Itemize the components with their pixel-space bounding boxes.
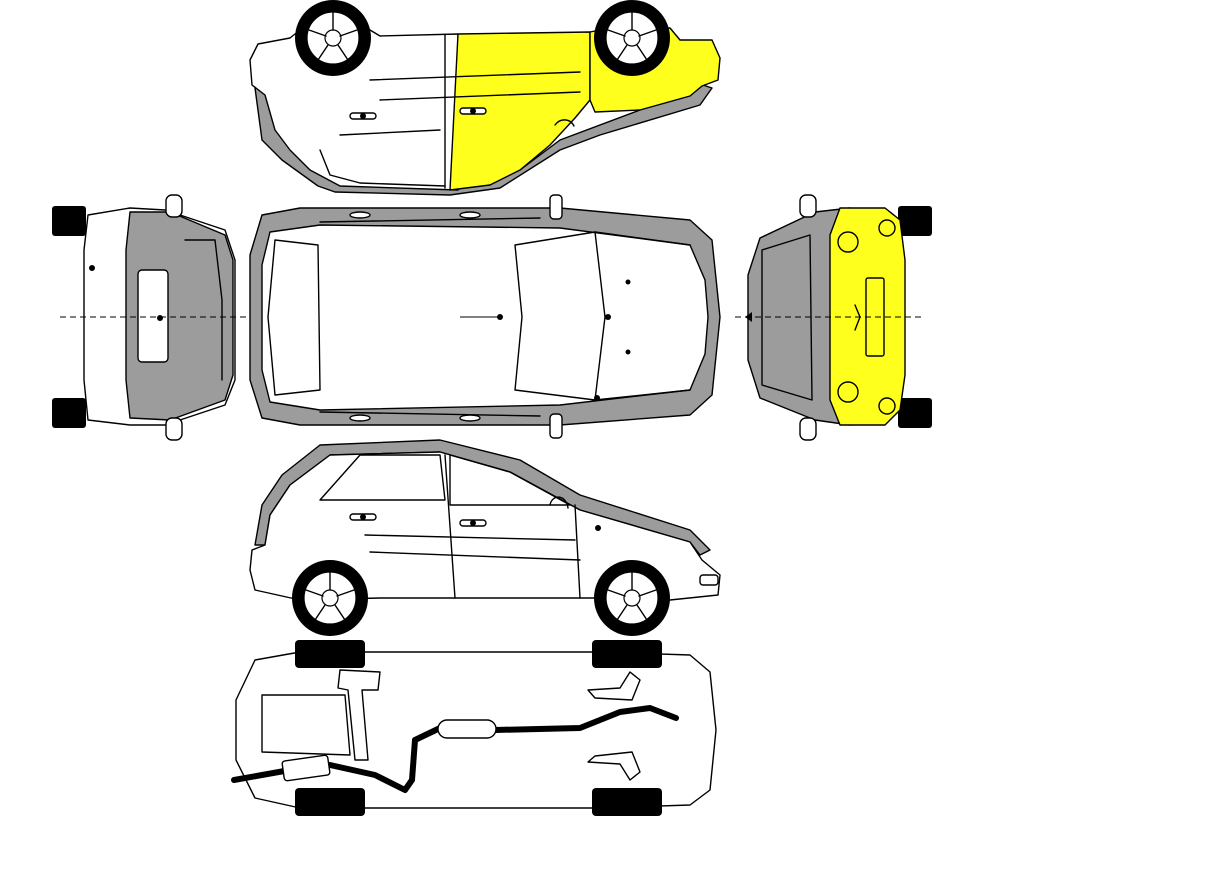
rear-view [52, 194, 248, 441]
front-tire-left [898, 206, 932, 236]
center-muffler [437, 719, 497, 739]
underside-tire-rear-left [295, 640, 365, 668]
side-view-driver [249, 439, 721, 636]
underside-view [231, 640, 717, 816]
wheel-front-driver [594, 560, 670, 636]
roof-panel[interactable] [261, 224, 709, 411]
underside-tire-front-right [592, 788, 662, 816]
side-view-passenger-body [249, 29, 459, 191]
rear-muffler [281, 754, 331, 782]
underside-tire-front-left [592, 640, 662, 668]
door-handle-icon [459, 107, 487, 115]
underside-tire-rear-right [295, 788, 365, 816]
rear-hatch[interactable] [125, 211, 234, 421]
door-handle-icon [349, 513, 377, 521]
wheel-front-passenger [594, 0, 670, 76]
door-handle-icon [349, 112, 377, 120]
wheel-rear-passenger [295, 0, 371, 76]
exhaust-pipe [231, 705, 679, 793]
wheel-rear-driver [292, 560, 368, 636]
rear-tire-left [52, 206, 86, 236]
rear-tire-right [52, 398, 86, 428]
side-view-passenger [249, 0, 721, 196]
front-view [735, 194, 932, 441]
top-view [249, 194, 721, 439]
door-handle-icon [459, 519, 487, 527]
front-tire-right [898, 398, 932, 428]
